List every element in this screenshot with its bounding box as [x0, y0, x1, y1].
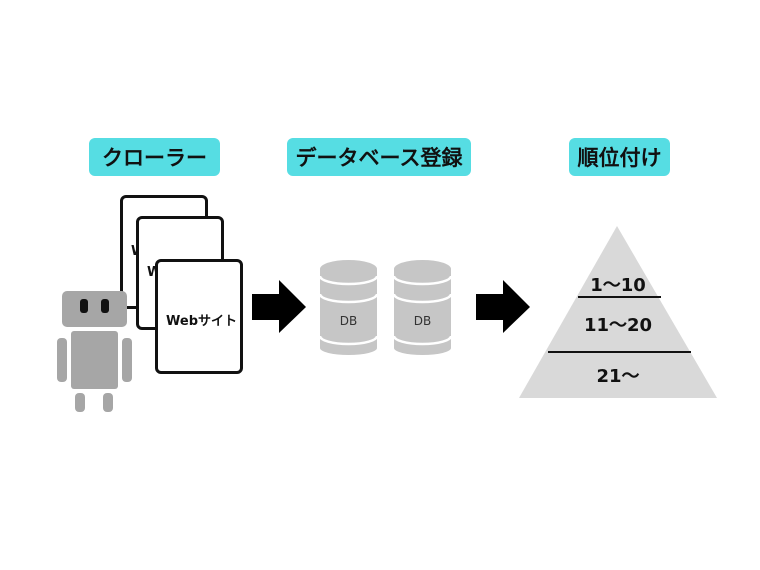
robot-leg-left: [75, 393, 85, 412]
pyramid-tier-bottom: 21～: [596, 366, 639, 387]
pyramid-tier-top: 1～10: [590, 275, 646, 296]
database-label: DB: [340, 314, 357, 328]
robot-eye-right: [101, 299, 109, 313]
database-registration-label: データベース登録: [287, 138, 471, 176]
website-page-front-label: Webサイト: [166, 314, 237, 329]
robot-body: [71, 331, 118, 389]
pyramid-tier-middle: 11～20: [584, 315, 652, 336]
robot-leg-right: [103, 393, 113, 412]
robot-icon: [57, 291, 132, 412]
database-icon: DB: [392, 260, 453, 355]
ranking-label: 順位付け: [569, 138, 670, 176]
crawler-label: クローラー: [89, 138, 220, 176]
robot-eye-left: [80, 299, 88, 313]
robot-head: [62, 291, 127, 327]
robot-arm-right: [122, 338, 132, 382]
robot-arm-left: [57, 338, 67, 382]
database-icon: DB: [318, 260, 379, 355]
arrow-right-icon: [252, 280, 306, 333]
website-page-front: Webサイト: [155, 259, 243, 374]
database-label: DB: [414, 314, 431, 328]
arrow-right-icon: [476, 280, 530, 333]
pyramid-icon: 1～10 11～20 21～: [519, 226, 717, 398]
